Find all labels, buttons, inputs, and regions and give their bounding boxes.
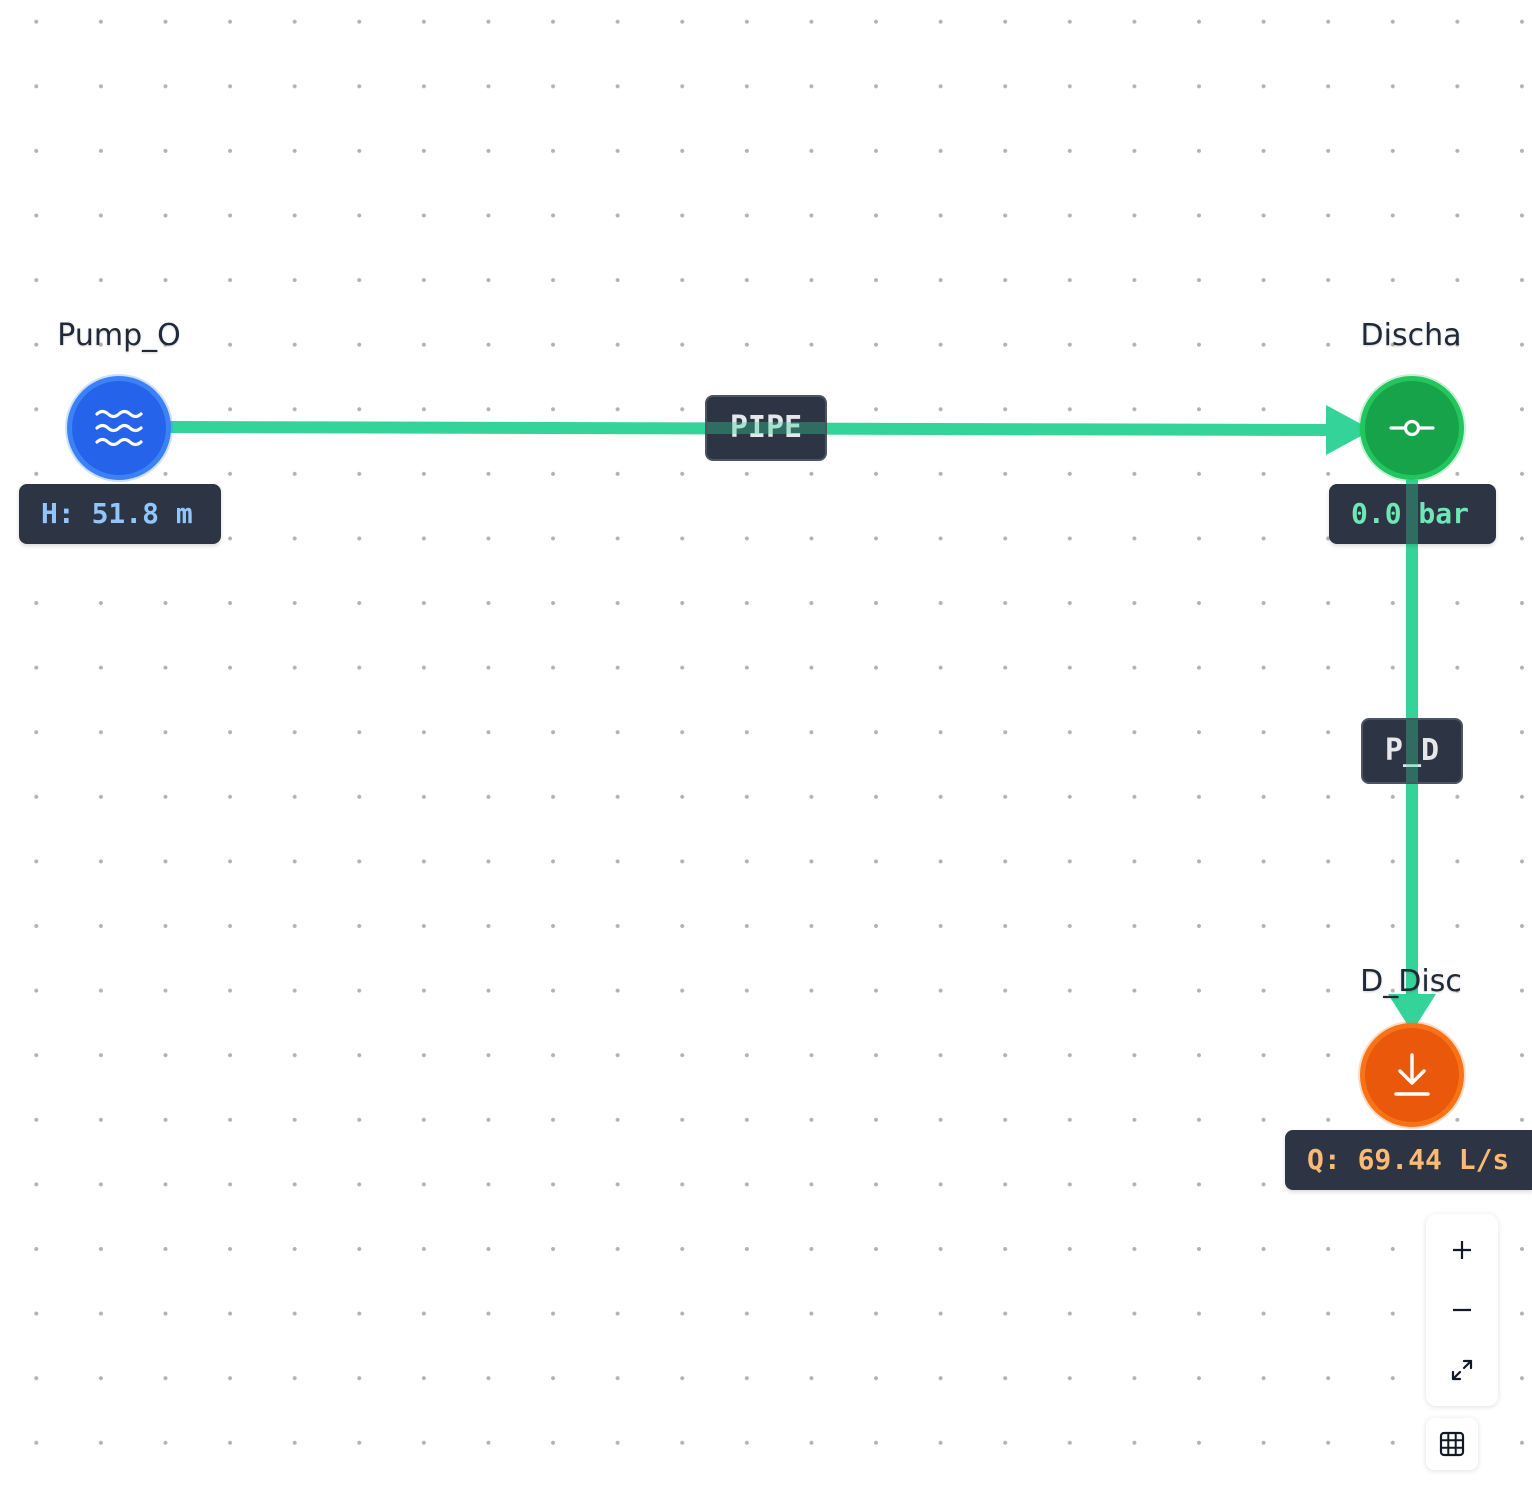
download-arrow-icon	[1394, 1053, 1430, 1096]
minimap-toggle-button[interactable]	[1426, 1418, 1478, 1470]
node-value-discharge: 0.0 bar	[1329, 484, 1496, 544]
fit-view-button[interactable]	[1426, 1340, 1498, 1400]
edge-label-pipe[interactable]: PIPE	[705, 395, 827, 461]
zoom-in-button[interactable]	[1426, 1220, 1498, 1280]
edge-p-d-arrowhead	[1388, 994, 1436, 1032]
waves-icon	[95, 409, 143, 447]
expand-icon	[1451, 1359, 1473, 1381]
minus-icon	[1453, 1308, 1471, 1312]
node-title-pump: Pump_O	[57, 318, 181, 353]
node-discharge[interactable]	[1360, 376, 1464, 480]
zoom-controls	[1426, 1214, 1498, 1406]
plus-icon	[1453, 1241, 1471, 1259]
edge-label-p-d[interactable]: P_D	[1361, 718, 1463, 784]
node-title-discharge: Discha	[1360, 318, 1462, 353]
node-outlet[interactable]	[1360, 1023, 1464, 1127]
pressure-gauge-icon	[1389, 419, 1435, 437]
node-value-pump: H: 51.8 m	[19, 484, 221, 544]
node-pump[interactable]	[67, 376, 171, 480]
node-value-outlet: Q: 69.44 L/s	[1285, 1130, 1532, 1190]
edge-pipe-arrowhead	[1326, 405, 1372, 455]
zoom-out-button[interactable]	[1426, 1280, 1498, 1340]
grid-icon	[1439, 1431, 1465, 1457]
node-title-outlet: D_Disc	[1360, 964, 1462, 999]
